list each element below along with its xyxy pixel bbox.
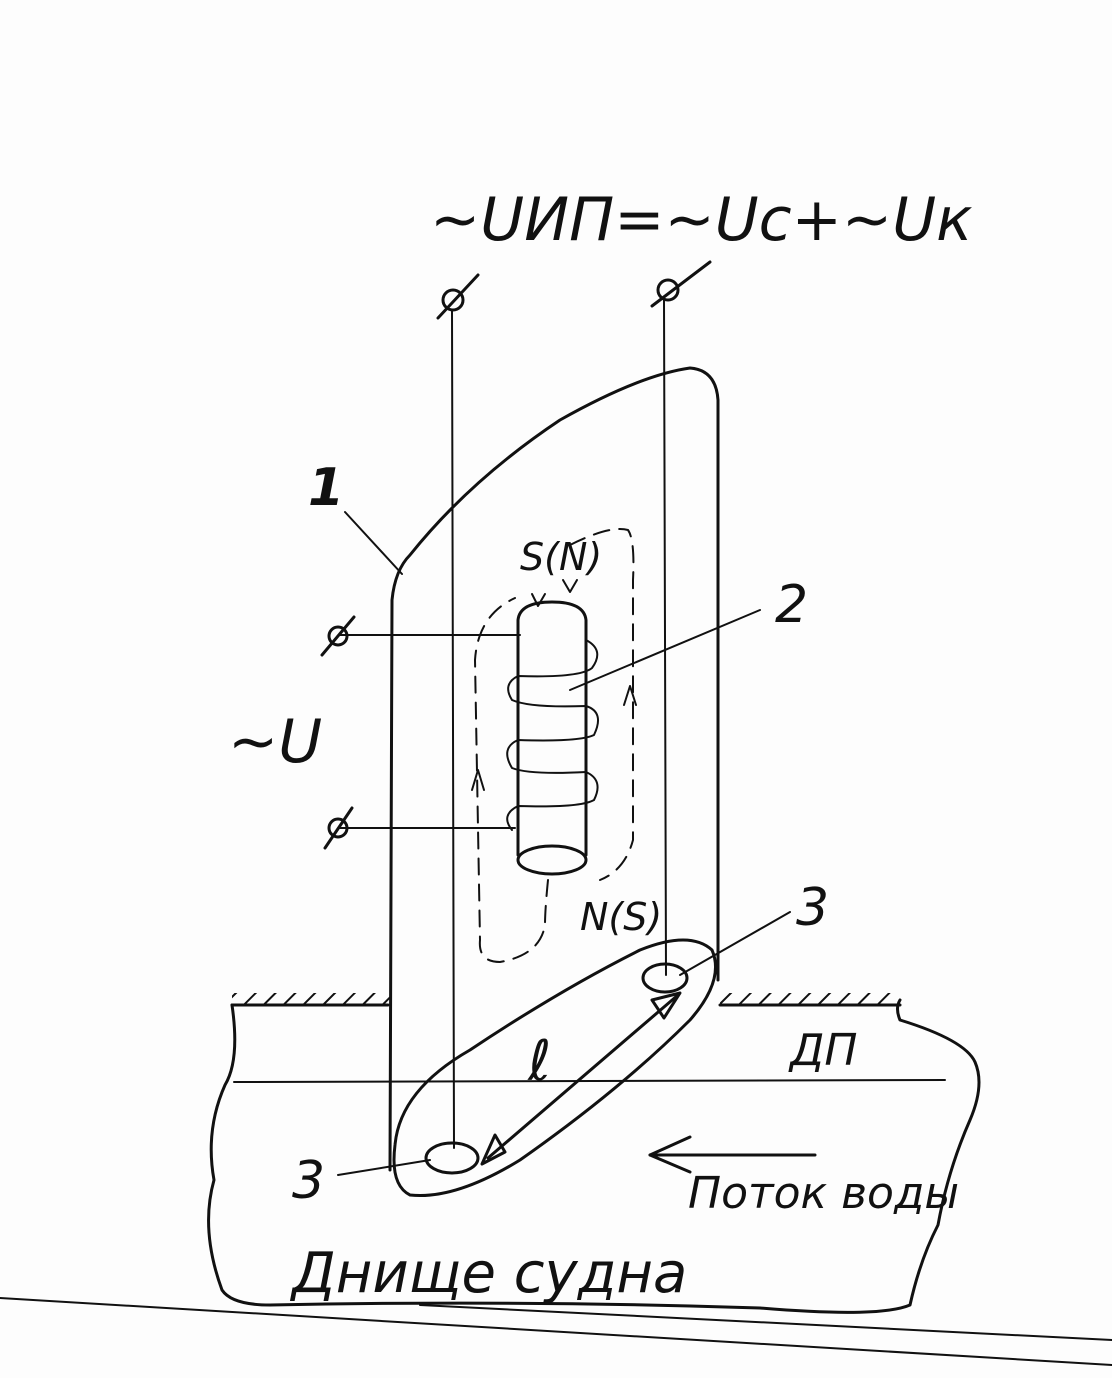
terminal-top-left-slash xyxy=(436,273,480,320)
hull-bottom-outline xyxy=(207,998,981,1314)
water-flow-label: Поток воды xyxy=(688,1168,959,1219)
label-3-top: 3 xyxy=(796,878,829,938)
label-1: 1 xyxy=(308,458,344,518)
electrode-bottom xyxy=(424,1141,480,1175)
hull-surface-right-hatch xyxy=(720,993,900,1005)
terminal-coil-top-slash xyxy=(320,615,356,657)
coil-core-bottom xyxy=(516,844,588,876)
flux-line-right xyxy=(569,528,635,881)
sheet-edge-2 xyxy=(419,1304,1112,1341)
coil-voltage-label: ~U xyxy=(228,707,322,777)
flux-arrow-right xyxy=(623,685,637,706)
length-arrow-bottom xyxy=(480,1133,507,1166)
water-flow-arrowhead xyxy=(648,1135,692,1174)
length-line xyxy=(486,993,680,1160)
terminal-top-right-slash xyxy=(650,260,712,308)
length-label: ℓ xyxy=(527,1029,551,1094)
coil-core xyxy=(516,600,588,857)
pole-label-bottom: N(S) xyxy=(580,895,662,939)
sheet-edge-1 xyxy=(0,1297,1112,1366)
terminal-coil-bottom-slash xyxy=(323,806,354,850)
terminal-top-right xyxy=(656,278,680,302)
label-3-bottom: 3 xyxy=(292,1151,325,1211)
wire-right xyxy=(663,299,667,976)
label-2: 2 xyxy=(775,575,808,635)
length-arrow-top xyxy=(650,991,682,1020)
centerline-label: ДП xyxy=(788,1025,857,1076)
electrode-plate xyxy=(392,938,717,1198)
hull-surface-left-hatch xyxy=(232,993,390,1005)
sensor-body xyxy=(388,366,720,1172)
hull-bottom-label: Днище судна xyxy=(289,1241,687,1306)
leader-2 xyxy=(569,609,761,691)
wire-left xyxy=(451,309,455,1149)
formula: ~UИП=~Uc+~Uк xyxy=(430,185,972,255)
leader-1 xyxy=(344,511,403,575)
pole-arrow-1 xyxy=(531,593,546,607)
terminal-coil-bottom xyxy=(327,817,349,839)
electrode-top xyxy=(641,962,689,994)
leader-3-bottom xyxy=(337,1159,431,1176)
flux-arrow-left xyxy=(471,769,485,791)
terminal-top-left xyxy=(441,288,465,312)
pole-label-top: S(N) xyxy=(520,535,602,579)
flux-line-left xyxy=(474,597,549,963)
terminal-coil-top xyxy=(327,625,349,647)
coil-windings xyxy=(506,639,600,831)
pole-arrow-2 xyxy=(562,579,578,593)
centerline-line xyxy=(233,1079,946,1083)
leader-3-top xyxy=(679,911,791,976)
